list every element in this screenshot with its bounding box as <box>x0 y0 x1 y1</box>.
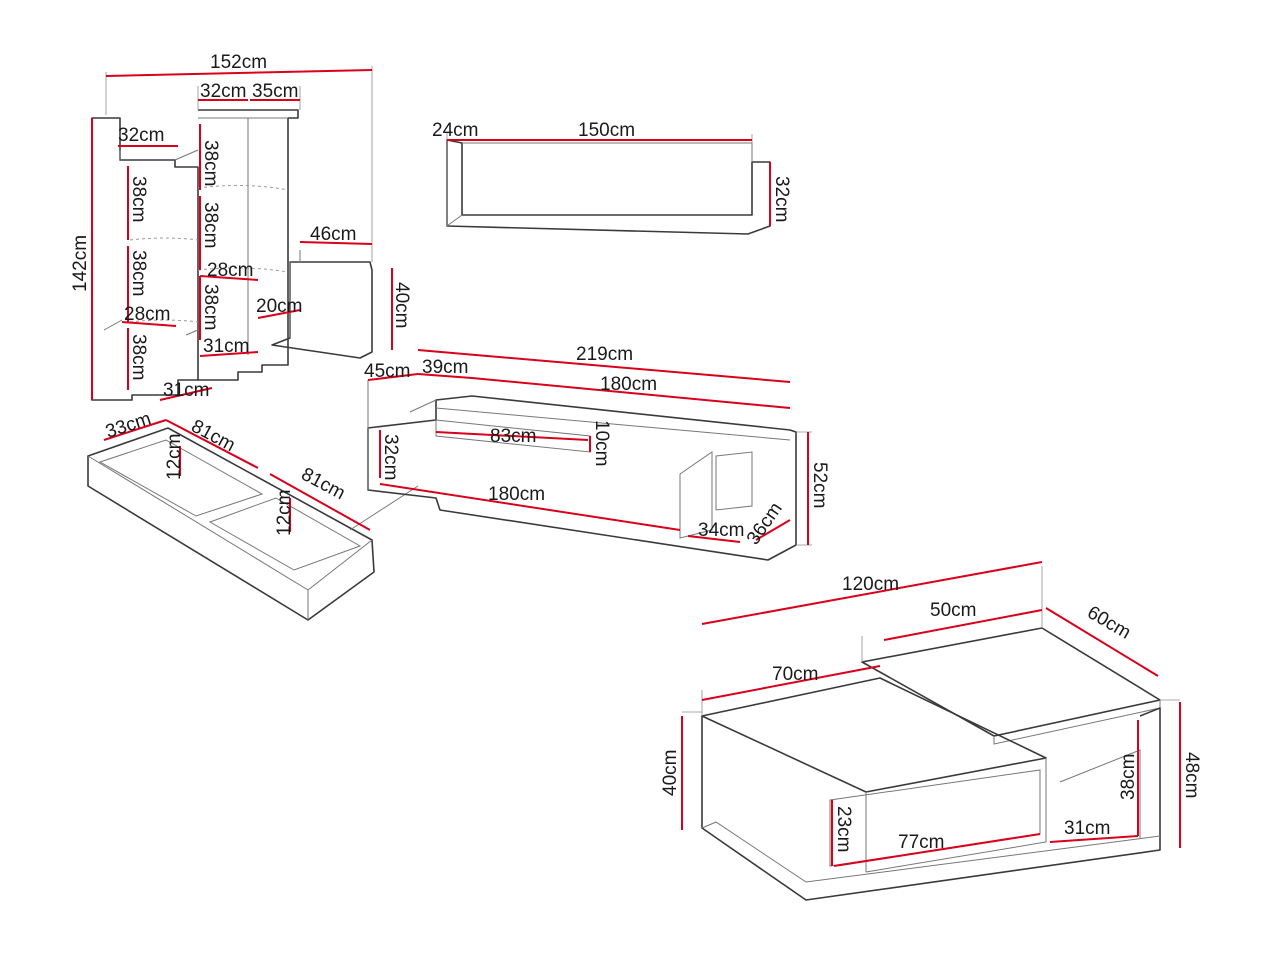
label-shelf-width-150cm: 150cm <box>578 120 635 141</box>
label-left-depth-32cm: 32cm <box>118 125 164 146</box>
label-tower-bottom-31cm: 31cm <box>203 336 249 357</box>
label-tower-inner-28cm: 28cm <box>207 260 253 281</box>
label-tv-open-height-10cm: 10cm <box>591 420 612 466</box>
label-tv-drawer-depth-34cm: 34cm <box>698 520 744 541</box>
cabinet-dimension-lines <box>91 69 393 401</box>
dim-line-83cm <box>435 431 589 441</box>
label-drawer-depth-33cm: 33cm <box>103 408 154 442</box>
dim-line-28cm-left <box>121 321 177 327</box>
label-shelf-height-32cm: 32cm <box>771 176 792 222</box>
dim-line-219cm <box>417 349 791 383</box>
dim-line-77cm <box>833 833 1041 867</box>
label-tv-top-depth-39cm: 39cm <box>422 357 468 378</box>
label-table-shelf-height-23cm: 23cm <box>833 806 854 852</box>
dim-line-28cm-tower <box>199 275 259 281</box>
label-tv-drawer-height-32cm: 32cm <box>380 434 401 480</box>
tv-unit-dimension-lines <box>367 349 809 545</box>
dim-line-81cm-a <box>165 419 259 469</box>
label-table-shelf-width-77cm: 77cm <box>898 832 944 853</box>
label-height-142cm: 142cm <box>70 235 91 292</box>
label-left-shelf-1: 38cm <box>128 176 149 222</box>
label-table-total-height-48cm: 48cm <box>1181 752 1202 798</box>
label-drawer-height-12cm-a: 12cm <box>164 434 185 480</box>
dim-line-20cm <box>257 309 301 319</box>
dim-line-31cm-left <box>159 387 213 401</box>
label-tv-drawer-width-180cm: 180cm <box>488 484 545 505</box>
label-side-height-40cm: 40cm <box>391 282 412 328</box>
label-shelf-depth-24cm: 24cm <box>432 120 478 141</box>
dim-line-180cm-drawer <box>379 483 681 531</box>
dim-line-81cm-b <box>269 473 371 531</box>
dim-line-39cm <box>417 373 473 379</box>
dim-line-46cm <box>299 241 373 245</box>
dim-line-120cm <box>701 561 1043 625</box>
label-tv-depth-45cm: 45cm <box>364 361 410 382</box>
drawer-drawing <box>87 427 419 621</box>
coffee-table-drawing <box>682 566 1180 901</box>
label-table-side-width-31cm: 31cm <box>1064 818 1110 839</box>
dim-line-70cm <box>701 665 881 701</box>
dim-line-34cm <box>687 535 741 543</box>
dim-line-180cm-top <box>471 377 791 409</box>
label-tv-width-219cm: 219cm <box>576 344 633 365</box>
label-width-152cm: 152cm <box>210 52 267 73</box>
label-left-bottom-31cm: 31cm <box>163 380 209 401</box>
dim-line-31cm-tower <box>199 351 259 357</box>
drawer-dimension-lines <box>103 419 371 532</box>
label-tv-height-52cm: 52cm <box>809 462 830 508</box>
label-tower-shelf-3: 38cm <box>200 284 221 330</box>
wall-shelf-labels: 24cm 150cm 32cm <box>432 120 792 222</box>
dim-line-31cm-table <box>1049 835 1139 843</box>
label-side-width-46cm: 46cm <box>310 224 356 245</box>
label-tower-depth-32cm: 32cm <box>200 81 246 102</box>
dim-line-33cm <box>103 419 167 441</box>
label-drawer-width-81cm-b: 81cm <box>298 464 349 504</box>
wall-shelf-dimension-lines <box>447 139 771 226</box>
label-table-depth-60cm: 60cm <box>1084 602 1135 643</box>
label-side-depth-20cm: 20cm <box>256 296 302 317</box>
wall-shelf-drawing <box>446 132 771 235</box>
label-tv-top-width-180cm: 180cm <box>600 374 657 395</box>
dim-line-152cm <box>105 69 373 77</box>
cabinet-labels: 152cm 32cm 35cm 32cm 142cm 38cm 38cm 38c… <box>70 52 412 401</box>
label-tower-shelf-1: 38cm <box>200 140 221 186</box>
cabinet-group-drawing <box>91 66 373 401</box>
label-tower-width-35cm: 35cm <box>252 81 298 102</box>
coffee-table-dimension-lines <box>681 561 1181 867</box>
dim-line-36cm <box>755 519 791 541</box>
label-left-shelf-2: 38cm <box>128 250 149 296</box>
label-tower-shelf-2: 38cm <box>200 202 221 248</box>
label-table-base-width-70cm: 70cm <box>772 664 818 685</box>
tv-unit-labels: 219cm 45cm 39cm 180cm 83cm 10cm 32cm 180… <box>364 344 830 549</box>
dim-line-50cm <box>883 609 1043 641</box>
dim-line-45cm <box>367 373 419 381</box>
dim-line-60cm <box>1045 607 1159 677</box>
label-table-width-120cm: 120cm <box>842 574 899 595</box>
label-drawer-width-81cm-a: 81cm <box>188 416 239 456</box>
label-drawer-height-12cm-b: 12cm <box>274 490 295 536</box>
label-left-shelf-3: 38cm <box>128 334 149 380</box>
label-tv-open-width-83cm: 83cm <box>490 426 536 447</box>
label-table-top-width-50cm: 50cm <box>930 600 976 621</box>
label-left-inner-28cm: 28cm <box>124 304 170 325</box>
label-table-inner-height-38cm: 38cm <box>1118 754 1139 800</box>
label-table-base-height-40cm: 40cm <box>660 750 681 796</box>
